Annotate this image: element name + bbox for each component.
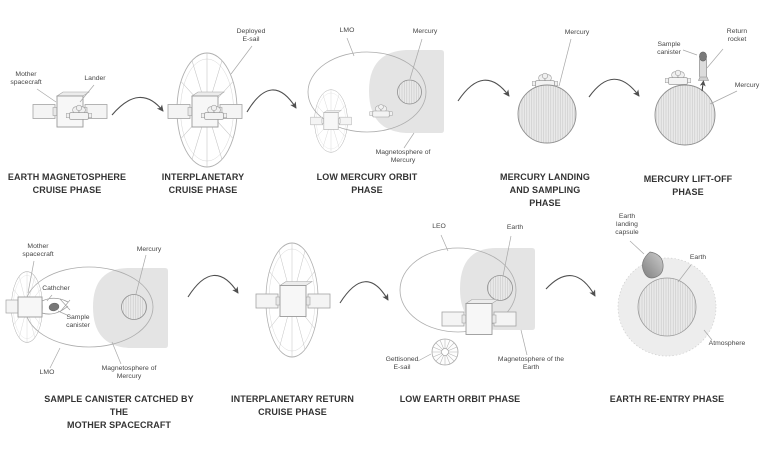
mercury-liftoff-graphic [654, 48, 738, 146]
arrow-phase1-to-phase2-icon [111, 96, 164, 116]
label-mother-spacecraft: Mother spacecraft [10, 71, 42, 87]
label-mercury: Mercury [734, 82, 760, 89]
mercury-icon [517, 84, 577, 144]
label-lander: Lander [84, 75, 106, 82]
mercury-icon [121, 294, 147, 320]
arrow-phase4-to-phase5-icon [588, 78, 640, 98]
earth-icon [637, 277, 697, 337]
sample-canister-icon [699, 51, 707, 62]
return-rocket-icon [698, 51, 709, 81]
phase-title-earth-magnetosphere-cruise: EARTH MAGNETOSPHERE CRUISE PHASE [7, 172, 127, 195]
spacecraft-in-lmo-icon [310, 89, 352, 153]
label-lmo: LMO [39, 369, 55, 376]
phase-title-interplanetary-return: INTERPLANETARY RETURN CRUISE PHASE [231, 394, 354, 417]
label-earth: Earth [689, 254, 707, 261]
liftoff-arrow-icon [699, 80, 706, 92]
label-mercury: Mercury [564, 29, 590, 36]
phase-title-interplanetary-cruise: INTERPLANETARY CRUISE PHASE [161, 172, 245, 195]
phase-title-mercury-landing: MERCURY LANDING AND SAMPLING PHASE [499, 172, 590, 208]
mother-spacecraft-with-lander-icon [32, 91, 108, 128]
label-mercury: Mercury [412, 28, 438, 35]
low-mercury-orbit-graphic [307, 37, 444, 153]
arrow-phase6-to-phase7-icon [187, 274, 239, 298]
lander-on-mercury-icon [664, 69, 692, 85]
landing-capsule-icon [642, 251, 664, 279]
phase-title-low-earth-orbit: LOW EARTH ORBIT PHASE [399, 394, 521, 404]
label-magnetosphere-of-the-earth: Magnetosphere of the Earth [497, 356, 565, 372]
mercury-landing-graphic [517, 38, 577, 144]
leo-orbit-ellipse [399, 247, 517, 333]
phase-title-low-mercury-orbit: LOW MERCURY ORBIT PHASE [316, 172, 418, 195]
catcher-icon [41, 297, 71, 315]
label-deployed-e-sail: Deployed E-sail [236, 28, 266, 44]
label-magnetosphere-of-mercury: Magnetosphere of Mercury [101, 365, 157, 381]
label-earth: Earth [506, 224, 524, 231]
label-mother-spacecraft: Mother spacecraft [22, 243, 54, 259]
arrow-phase2-to-phase3-icon [246, 89, 297, 113]
label-sample-canister: Sample canister [657, 41, 681, 57]
phase5-leader-lines [682, 48, 738, 105]
jettisoned-e-sail-icon [431, 338, 459, 366]
label-atmosphere: Atmosphere [708, 340, 746, 347]
label-lmo: LMO [339, 27, 355, 34]
deployed-e-sail-spacecraft-icon [167, 52, 243, 168]
label-cathcher: Cathcher [42, 285, 70, 292]
phase9-leader-lines [629, 240, 713, 341]
mother-spacecraft-catching-icon [5, 271, 71, 343]
mercury-icon [397, 79, 422, 105]
phase-title-mercury-lift-off: MERCURY LIFT-OFF PHASE [643, 174, 733, 197]
label-earth-landing-capsule: Earth landing capsule [615, 213, 639, 237]
phase3-leader-lines [346, 37, 423, 149]
low-earth-orbit-graphic [399, 234, 535, 366]
label-gettisoned-e-sail: Gettisoned E-sail [385, 356, 419, 372]
label-return-rocket: Return rocket [726, 28, 748, 44]
arrow-phase7-to-phase8-icon [339, 281, 389, 304]
arrow-phase8-to-phase9-icon [545, 275, 596, 297]
phase-title-earth-re-entry: EARTH RE-ENTRY PHASE [609, 394, 725, 404]
label-mercury: Mercury [136, 246, 162, 253]
phase-title-sample-canister-catched: SAMPLE CANISTER CATCHED BY THE MOTHER SP… [44, 394, 194, 430]
arrow-phase3-to-phase4-icon [457, 79, 510, 102]
lmo-orbit-ellipse [307, 51, 427, 133]
phase2-leader-line [230, 45, 253, 75]
phase8-leader-lines [417, 234, 528, 362]
phase4-leader-line [558, 38, 572, 87]
phase6-leader-lines [27, 254, 147, 369]
label-leo: LEO [432, 223, 446, 230]
label-sample-canister: Sample canister [66, 314, 90, 330]
earth-reentry-graphic [617, 240, 717, 357]
sample-canister-catch-graphic [5, 254, 168, 369]
return-cruise-spacecraft-icon [255, 242, 331, 358]
phase1-leader-lines [36, 84, 95, 103]
earth-icon [487, 275, 513, 301]
sample-canister-icon [48, 302, 60, 312]
label-magnetosphere-of-mercury: Magnetosphere of Mercury [375, 149, 431, 165]
mercury-icon [654, 84, 716, 146]
